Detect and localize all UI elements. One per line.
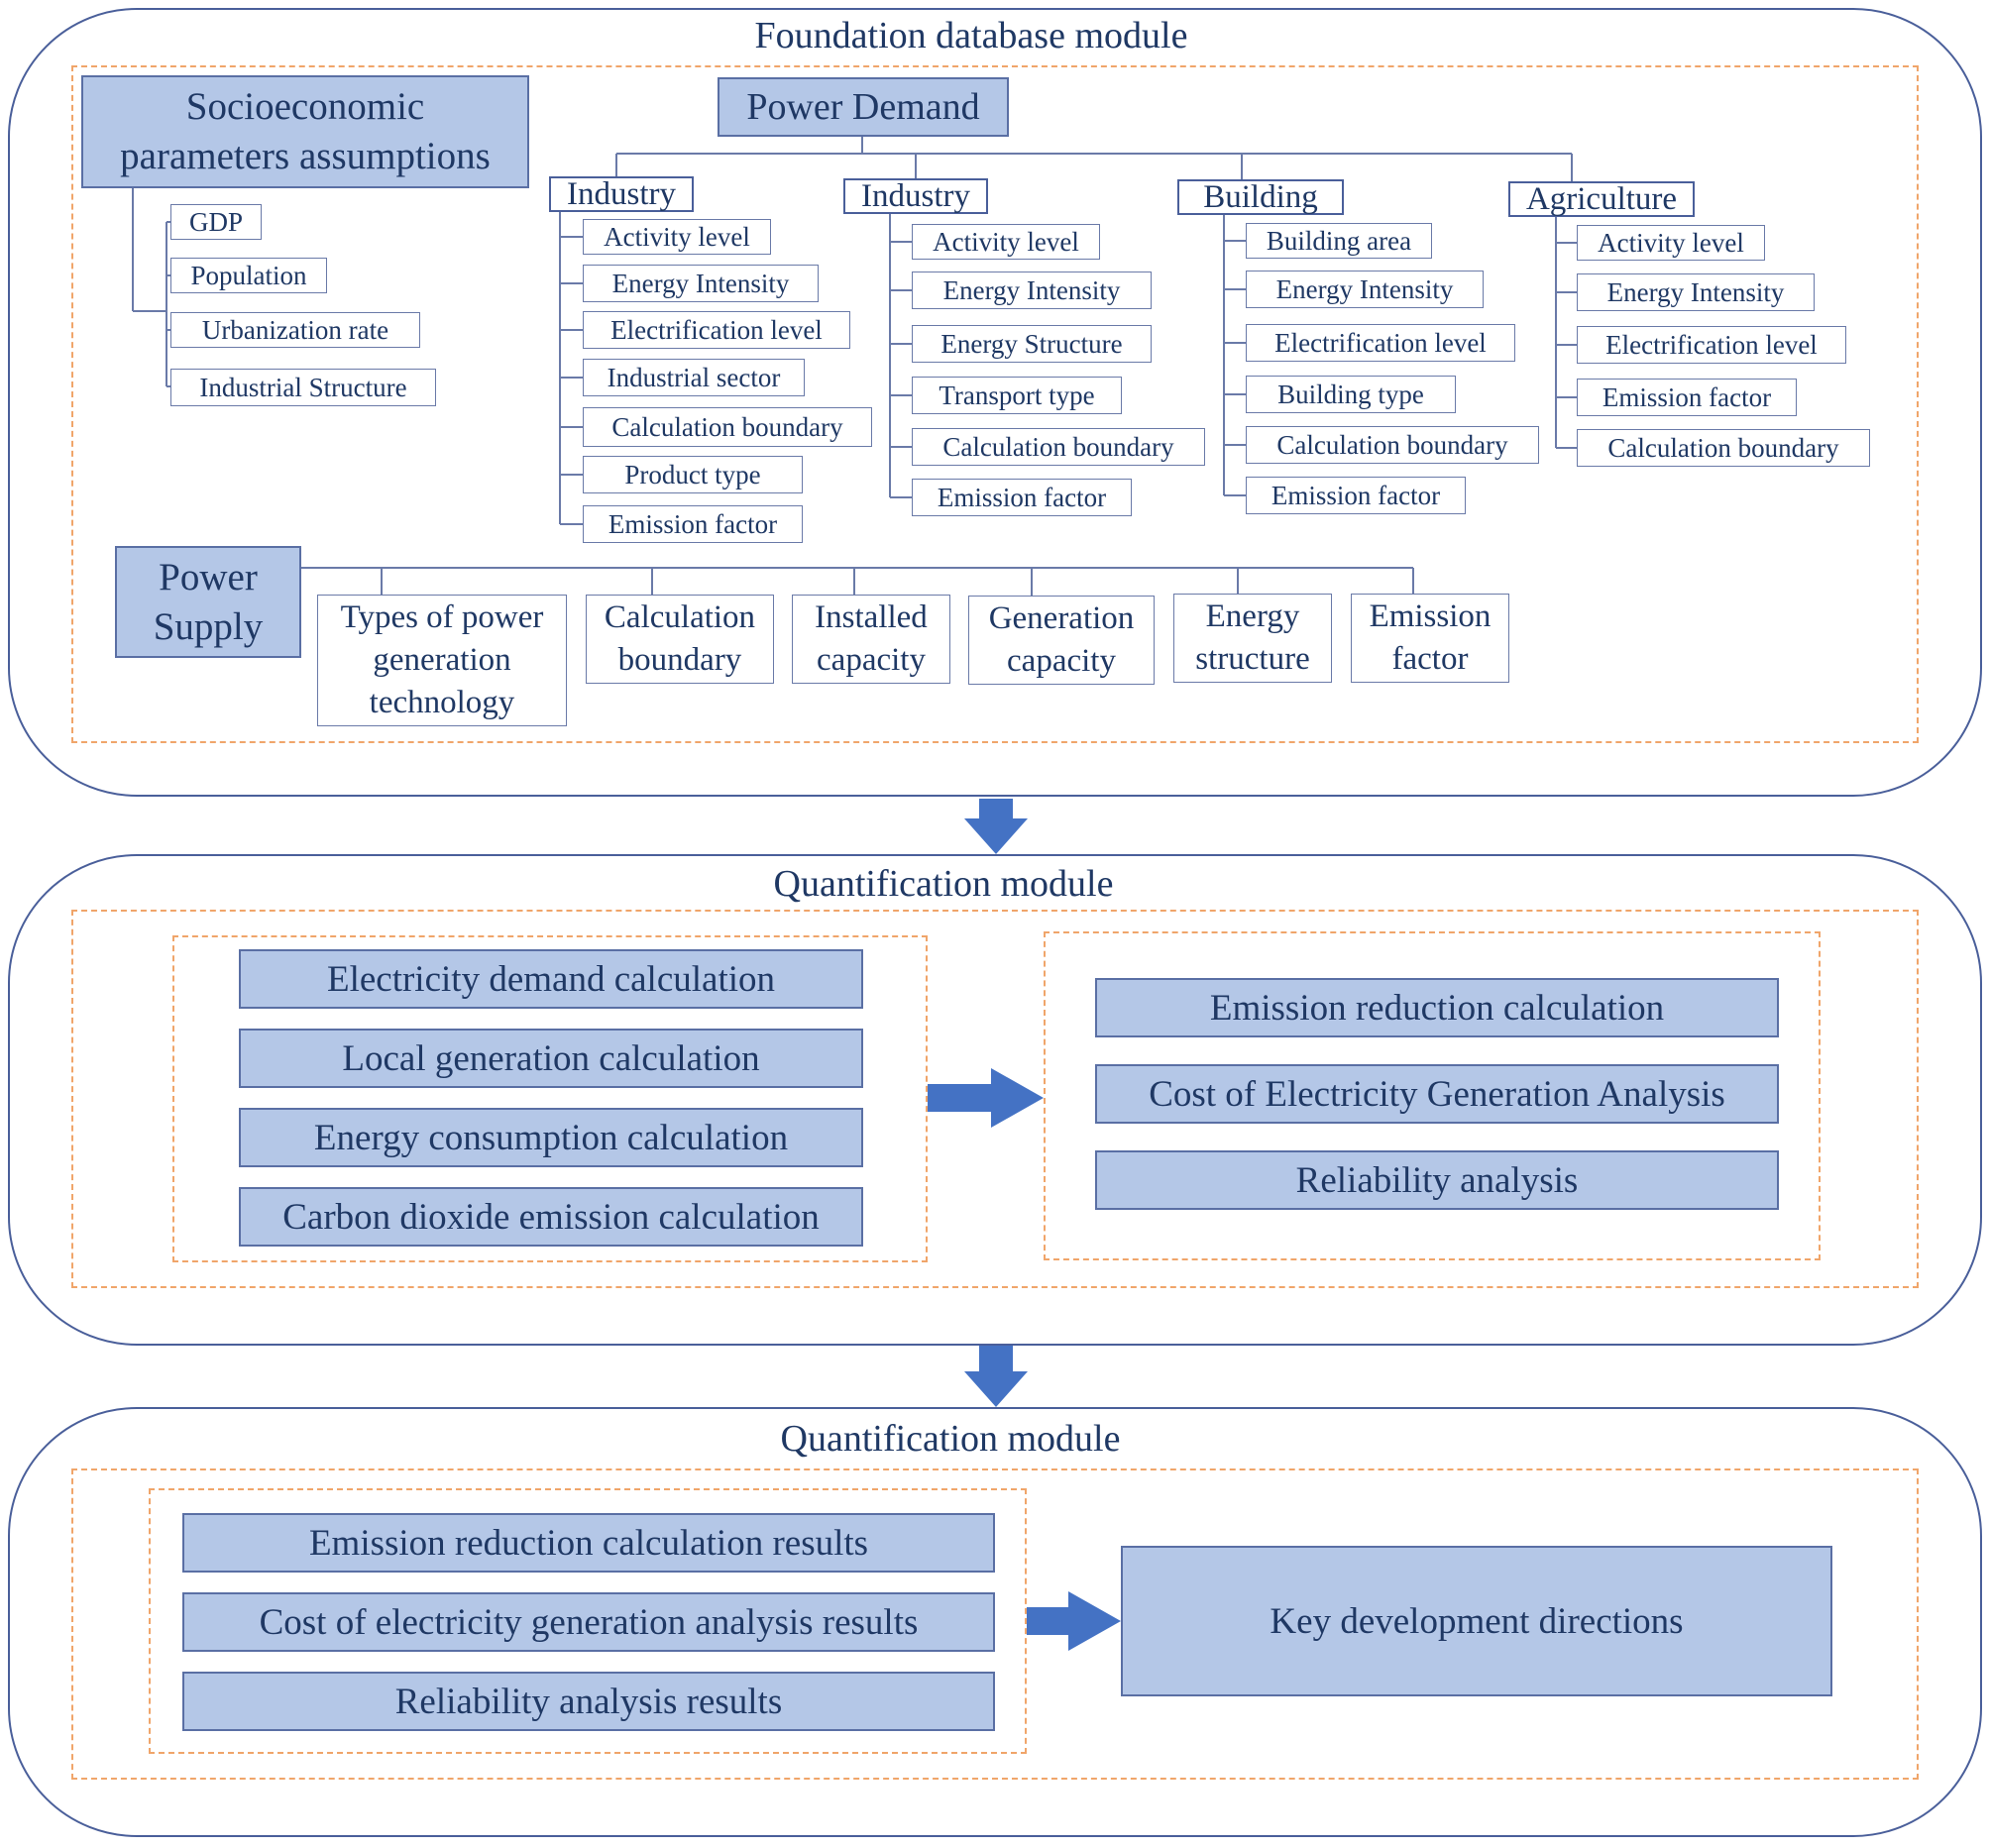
- emission-reduction-calculation-results: Emission reduction calculation results: [182, 1513, 995, 1573]
- industry1-activity-level: Activity level: [583, 219, 771, 255]
- industry2-transport-type: Transport type: [912, 377, 1122, 414]
- socioeconomic-header-line1: Socioeconomic: [185, 85, 425, 129]
- category-building: Building: [1177, 179, 1344, 215]
- agriculture-emission-factor: Emission factor: [1577, 379, 1797, 416]
- carbon-dioxide-emission-calculation: Carbon dioxide emission calculation: [239, 1187, 863, 1247]
- power-demand-header: Power Demand: [718, 77, 1009, 137]
- industry2-energy-structure: Energy Structure: [912, 325, 1152, 363]
- supply-item-4-line1: Generation: [988, 600, 1135, 637]
- building-calculation-boundary: Calculation boundary: [1246, 426, 1539, 464]
- local-generation-calculation: Local generation calculation: [239, 1029, 863, 1088]
- supply-item-2-line2: boundary: [617, 642, 742, 678]
- supply-item-1-line1: Types of power: [340, 599, 544, 636]
- output-left-group: [149, 1488, 1027, 1754]
- supply-item-3-line2: capacity: [817, 642, 926, 678]
- building-building-type: Building type: [1246, 376, 1456, 413]
- key-development-directions: Key development directions: [1121, 1546, 1832, 1696]
- supply-item-6-line1: Emission: [1369, 598, 1492, 635]
- socio-item-industrial-structure: Industrial Structure: [170, 369, 436, 406]
- building-electrification-level: Electrification level: [1246, 324, 1515, 362]
- socioeconomic-header: Socioeconomic parameters assumptions: [81, 75, 529, 188]
- emission-reduction-calculation: Emission reduction calculation: [1095, 978, 1779, 1037]
- supply-item-2-line1: Calculation: [604, 599, 756, 636]
- down-arrow-2: [964, 1346, 1028, 1407]
- reliability-analysis: Reliability analysis: [1095, 1150, 1779, 1210]
- industry1-emission-factor: Emission factor: [583, 505, 803, 543]
- category-industry-2: Industry: [843, 178, 988, 214]
- supply-item-1-line2: generation: [373, 642, 511, 679]
- foundation-title: Foundation database module: [754, 15, 1188, 56]
- socioeconomic-header-line2: parameters assumptions: [120, 135, 491, 177]
- socio-item-population: Population: [170, 258, 327, 293]
- electricity-demand-calculation: Electricity demand calculation: [239, 949, 863, 1009]
- industry1-industrial-sector: Industrial sector: [583, 359, 805, 396]
- building-emission-factor: Emission factor: [1246, 477, 1466, 514]
- industry2-calculation-boundary: Calculation boundary: [912, 428, 1205, 466]
- down-arrow-1: [964, 799, 1028, 854]
- industry2-activity-level: Activity level: [912, 224, 1100, 260]
- category-agriculture: Agriculture: [1508, 181, 1695, 217]
- building-energy-intensity: Energy Intensity: [1246, 271, 1484, 308]
- industry1-energy-intensity: Energy Intensity: [583, 265, 819, 302]
- socio-item-gdp: GDP: [170, 204, 262, 240]
- agriculture-electrification-level: Electrification level: [1577, 326, 1846, 364]
- energy-consumption-calculation: Energy consumption calculation: [239, 1108, 863, 1167]
- socio-item-urbanization-rate: Urbanization rate: [170, 312, 420, 348]
- supply-item-3-line1: Installed: [815, 599, 928, 636]
- quantification-left-group: [172, 935, 928, 1262]
- building-building-area: Building area: [1246, 223, 1432, 259]
- quantification-dashed-frame: [71, 910, 1919, 1288]
- industry1-product-type: Product type: [583, 456, 803, 493]
- category-industry-1: Industry: [549, 176, 694, 212]
- industry1-calculation-boundary: Calculation boundary: [583, 407, 872, 447]
- output-dashed-frame: [71, 1468, 1919, 1780]
- supply-energy-structure: Energy structure: [1173, 594, 1332, 683]
- power-supply-header-line2: Supply: [153, 604, 264, 648]
- supply-emission-factor: Emission factor: [1351, 594, 1509, 683]
- output-title: Quantification module: [780, 1418, 1121, 1460]
- agriculture-energy-intensity: Energy Intensity: [1577, 273, 1815, 311]
- agriculture-calculation-boundary: Calculation boundary: [1577, 429, 1870, 467]
- quantification-title: Quantification module: [773, 863, 1114, 905]
- supply-generation-capacity: Generation capacity: [968, 596, 1155, 685]
- reliability-analysis-results: Reliability analysis results: [182, 1672, 995, 1731]
- supply-installed-capacity: Installed capacity: [792, 595, 950, 684]
- industry2-emission-factor: Emission factor: [912, 479, 1132, 516]
- agriculture-activity-level: Activity level: [1577, 225, 1765, 261]
- cost-of-electricity-generation-analysis-results: Cost of electricity generation analysis …: [182, 1592, 995, 1652]
- power-supply-header-line1: Power: [159, 555, 258, 598]
- supply-item-6-line2: factor: [1391, 641, 1469, 677]
- foundation-dashed-frame: [71, 65, 1919, 743]
- quantification-right-group: [1044, 931, 1821, 1260]
- supply-item-5-line2: structure: [1195, 641, 1310, 677]
- industry2-energy-intensity: Energy Intensity: [912, 272, 1152, 309]
- power-supply-header: Power Supply: [115, 546, 301, 658]
- industry1-electrification-level: Electrification level: [583, 311, 850, 349]
- cost-of-electricity-generation-analysis: Cost of Electricity Generation Analysis: [1095, 1064, 1779, 1124]
- supply-calculation-boundary: Calculation boundary: [586, 595, 774, 684]
- supply-item-1-line3: technology: [369, 684, 515, 720]
- supply-item-5-line1: Energy: [1205, 598, 1300, 635]
- supply-item-4-line2: capacity: [1007, 643, 1116, 679]
- supply-types-of-power-generation-technology: Types of power generation technology: [317, 595, 567, 726]
